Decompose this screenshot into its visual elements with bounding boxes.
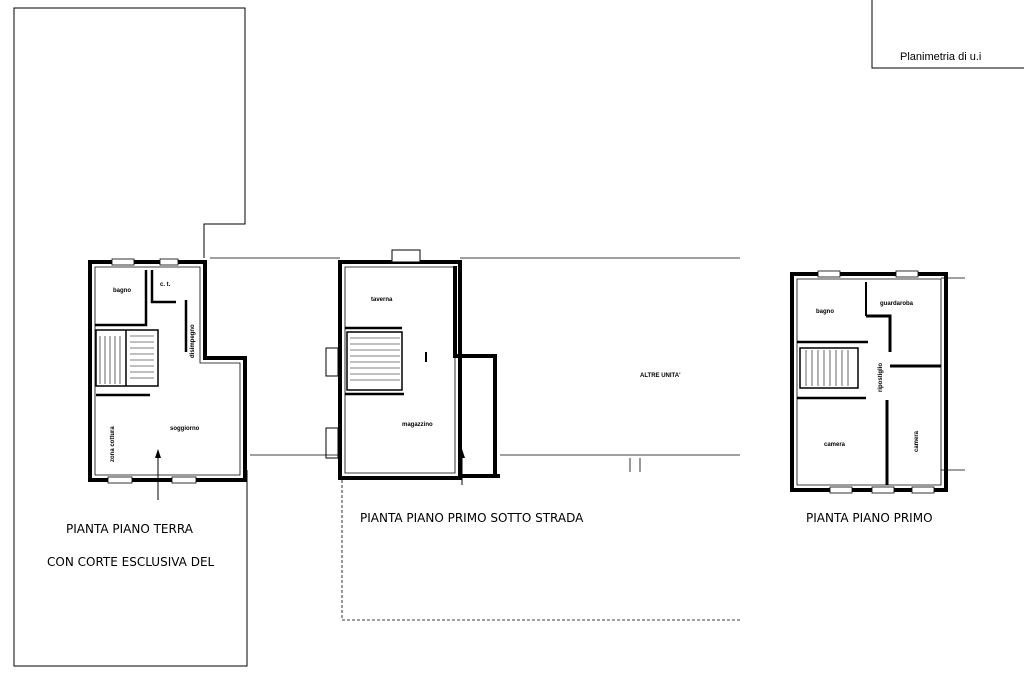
room-label-camera-right: camera [914,430,920,452]
room-label-magazzino: magazzino [402,422,433,428]
courtyard-outline [13,7,305,667]
room-label-taverna: taverna [371,297,393,303]
room-label-ripostiglio: ripostiglio [878,363,884,392]
room-label-soggiorno: soggiorno [170,426,200,432]
first-plan-caption: PIANTA PIANO PRIMO [806,511,933,525]
ground-plan-caption-line2: CON CORTE ESCLUSIVA DEL [47,555,215,569]
room-label-disimpegno: disimpegno [190,324,196,358]
basement-plan: taverna magazzino ALTRE UNITA' [305,249,740,621]
room-label-bagno: bagno [113,288,131,294]
room-label-camera-left: camera [824,442,846,448]
room-label-guardaroba: guardaroba [880,301,914,307]
basement-plan-caption: PIANTA PIANO PRIMO SOTTO STRADA [360,511,584,525]
ground-plan-caption-line1: PIANTA PIANO TERRA [66,522,194,536]
room-label-bagno-first: bagno [816,309,834,315]
title-block: Planimetria di u.i [871,0,1024,69]
room-label-ct: c. t. [160,282,171,288]
title-block-text: Planimetria di u.i [900,51,981,63]
room-label-altre-unita: ALTRE UNITA' [640,373,681,379]
first-floor-plan: bagno guardaroba ripostiglio camera came… [790,270,965,494]
ground-floor-plan: bagno c. t. disimpegno zona cottura sogg… [88,258,247,500]
room-label-zona-cottura: zona cottura [110,426,116,462]
